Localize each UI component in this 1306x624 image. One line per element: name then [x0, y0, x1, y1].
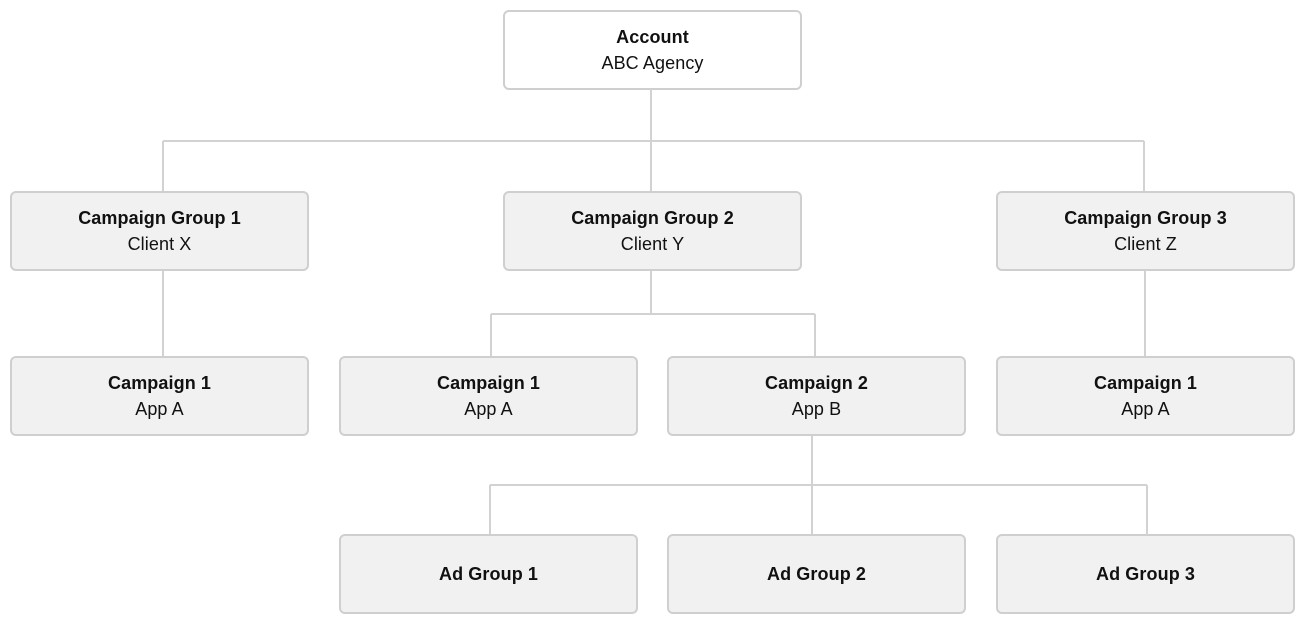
connector-account-to-groups: [162, 90, 1145, 191]
node-subtitle: App A: [1121, 399, 1170, 419]
campaign-group-1-node: Campaign Group 1 Client X: [10, 191, 309, 271]
node-title: Campaign Group 2: [571, 208, 734, 228]
node-title: Ad Group 2: [767, 564, 866, 584]
ad-group-node: Ad Group 2: [667, 534, 966, 614]
node-subtitle: App A: [135, 399, 184, 419]
ad-group-node: Ad Group 1: [339, 534, 638, 614]
campaign-group-2-node: Campaign Group 2 Client Y: [503, 191, 802, 271]
node-subtitle: ABC Agency: [601, 53, 704, 73]
node-subtitle: App B: [791, 399, 842, 419]
node-subtitle: Client Y: [620, 234, 685, 254]
node-title: Campaign 2: [764, 373, 869, 393]
node-subtitle: App A: [464, 399, 513, 419]
node-subtitle: Client X: [127, 234, 192, 254]
node-title: Campaign Group 3: [1064, 208, 1227, 228]
node-title: Account: [616, 27, 689, 47]
node-title: Campaign 1: [107, 373, 212, 393]
account-node: Account ABC Agency: [503, 10, 802, 90]
campaign-node: Campaign 1 App A: [339, 356, 638, 436]
campaign-node: Campaign 1 App A: [996, 356, 1295, 436]
campaign-group-3-node: Campaign Group 3 Client Z: [996, 191, 1295, 271]
campaign-node: Campaign 2 App B: [667, 356, 966, 436]
connector-campaign2-to-adgroups: [489, 436, 1148, 534]
ad-group-node: Ad Group 3: [996, 534, 1295, 614]
node-title: Campaign Group 1: [78, 208, 241, 228]
node-title: Campaign 1: [1093, 373, 1198, 393]
campaign-node: Campaign 1 App A: [10, 356, 309, 436]
connector-group2-to-campaigns: [490, 271, 816, 356]
node-title: Ad Group 3: [1096, 564, 1195, 584]
node-title: Campaign 1: [436, 373, 541, 393]
node-title: Ad Group 1: [439, 564, 538, 584]
node-subtitle: Client Z: [1114, 234, 1177, 254]
